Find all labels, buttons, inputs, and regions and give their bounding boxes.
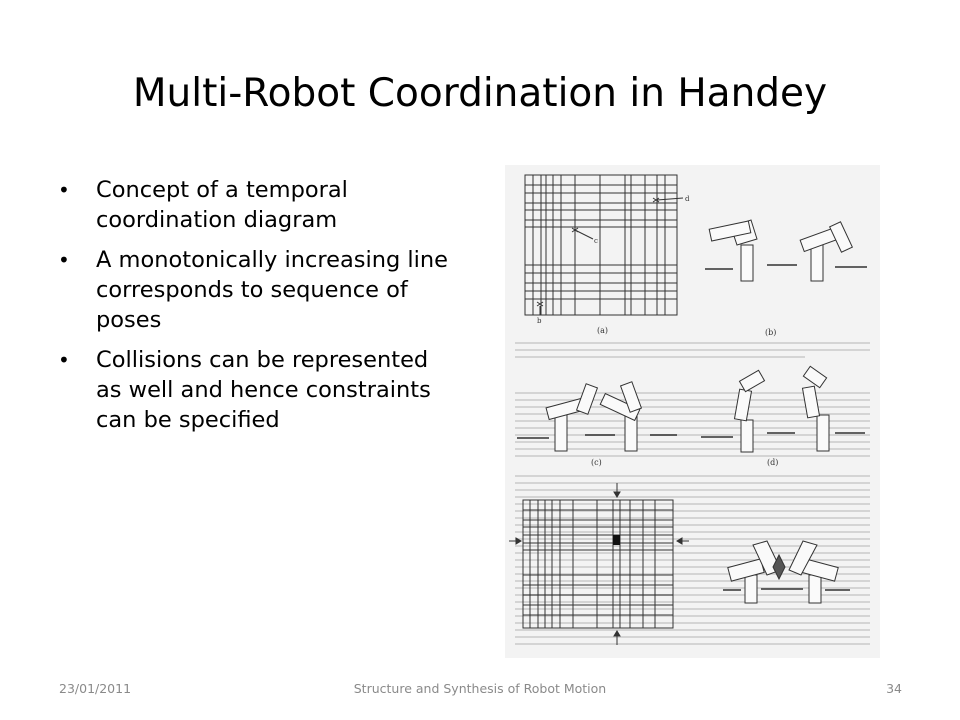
collision-cell — [613, 535, 620, 545]
table-surfaces-c — [517, 434, 677, 439]
marker-label-b: b — [537, 317, 542, 325]
footer-date: 23/01/2011 — [59, 681, 132, 696]
coordination-diagram-figure: d c b (a) (b) — [505, 165, 880, 658]
panel-label-c: (c) — [591, 458, 602, 467]
coordination-grid-a — [524, 174, 678, 316]
footer-course-title: Structure and Synthesis of Robot Motion — [353, 681, 607, 696]
bullet-item: • Collisions can be represented as well … — [58, 345, 453, 435]
table-surfaces-b — [705, 264, 867, 270]
robot-arms-panel-b — [708, 219, 854, 282]
footer-page-number: 34 — [886, 681, 902, 696]
bullet-text: A monotonically increasing line correspo… — [96, 247, 449, 333]
coordination-grid-collision — [522, 499, 674, 629]
grid-arrows — [509, 483, 689, 645]
panel-label-b: (b) — [765, 328, 776, 337]
panel-label-d: (d) — [767, 458, 778, 467]
bullet-item: • Concept of a temporal coordination dia… — [58, 175, 453, 235]
bullet-dot-icon: • — [58, 348, 70, 372]
marker-label-d: d — [685, 195, 690, 203]
table-surfaces-d — [701, 432, 865, 438]
robot-arms-panel-c — [545, 381, 643, 452]
panel-label-a: (a) — [597, 326, 608, 335]
bullet-item: • A monotonically increasing line corres… — [58, 245, 453, 335]
table-surfaces-collision — [723, 588, 850, 591]
bullet-list: • Concept of a temporal coordination dia… — [58, 175, 453, 445]
bullet-dot-icon: • — [58, 178, 70, 202]
colliding-robot-arms — [727, 540, 839, 604]
marker-label-c: c — [594, 237, 598, 245]
bullet-dot-icon: • — [58, 248, 70, 272]
robot-arms-panel-d — [733, 365, 830, 453]
bullet-text: Concept of a temporal coordination diagr… — [96, 177, 348, 233]
grid-markers — [536, 197, 684, 315]
bullet-text: Collisions can be represented as well an… — [96, 347, 431, 433]
slide-title: Multi-Robot Coordination in Handey — [132, 71, 828, 116]
